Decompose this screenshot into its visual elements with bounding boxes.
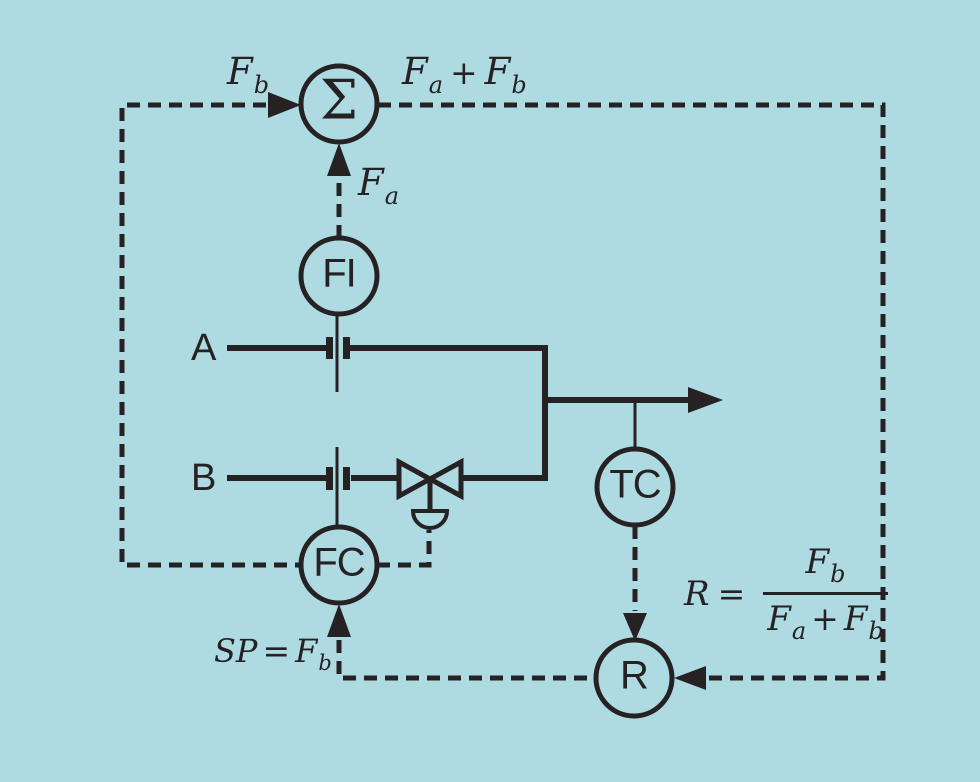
fafb-f2: F (484, 50, 511, 93)
ratio-station-bubble (593, 637, 675, 719)
ratio-den-s1: a (791, 617, 807, 645)
fa-base: F (358, 161, 384, 204)
valve-body-right (424, 457, 464, 501)
arrow-into-ratio-right (674, 666, 706, 690)
arrow-into-summer-bottom (327, 143, 351, 176)
flow-indicator-tag: FI (322, 251, 357, 296)
valve-body-left (396, 457, 436, 501)
summer-bubble (298, 63, 380, 145)
ratio-fraction: Fb Fa+Fb (763, 542, 888, 645)
ratio-den-f2: F (843, 599, 868, 639)
arrow-into-summer-left (268, 92, 301, 118)
ratio-den-f1: F (767, 599, 791, 639)
sp-f: F (295, 632, 318, 670)
signal-fc-to-valve (377, 530, 432, 568)
flow-controller-bubble (298, 524, 380, 606)
fafb-s1: a (428, 71, 443, 99)
fb-base: F (227, 50, 253, 93)
total-flow-label: Fa+Fb (402, 50, 527, 99)
ratio-lhs: R (684, 573, 710, 614)
ratio-den-plus: + (811, 599, 839, 638)
ratio-eq-sign: = (717, 574, 746, 613)
ratio-station-tag: R (620, 653, 649, 698)
temperature-controller-tag: TC (609, 462, 661, 507)
fafb-f1: F (402, 50, 428, 93)
setpoint-label: SP=Fb (214, 631, 332, 675)
fa-sub: a (384, 182, 399, 210)
stream-b-label: B (191, 457, 217, 499)
arrow-into-fc-bottom (327, 604, 351, 637)
fb-sub: b (253, 71, 270, 99)
pipe-a-to-mixer (350, 345, 548, 481)
sp-eq: = (262, 631, 291, 670)
ratio-den-s2: b (868, 617, 884, 645)
fafb-s2: b (511, 71, 527, 99)
orifice-a-plates (326, 337, 350, 359)
flow-indicator-bubble (298, 235, 380, 317)
product-flow-arrow (688, 387, 723, 413)
temperature-controller-bubble (594, 446, 676, 528)
ratio-formula: R = Fb Fa+Fb (684, 542, 888, 645)
ratio-denominator: Fa+Fb (763, 592, 888, 645)
signal-fb-to-summer-and-fc (119, 102, 299, 568)
fafb-plus: + (450, 53, 478, 92)
sp-sub: b (318, 651, 332, 675)
ratio-num-f: F (805, 542, 830, 582)
ratio-numerator: Fb (802, 542, 850, 590)
arrow-into-ratio-top (623, 613, 647, 641)
signal-total-flow-to-ratio (378, 102, 886, 681)
fb-signal-label: Fb (227, 50, 269, 99)
signal-ratio-setpoint-to-fc (336, 640, 596, 681)
ratio-num-sub: b (830, 560, 846, 588)
stream-a-label: A (191, 327, 217, 369)
fa-signal-label: Fa (358, 161, 399, 210)
summer-tag: Σ (319, 68, 359, 132)
orifice-b-plates (326, 467, 350, 490)
flow-controller-tag: FC (313, 540, 365, 585)
sp-lhs: SP (214, 632, 258, 670)
valve-actuator-diaphragm (410, 509, 450, 530)
